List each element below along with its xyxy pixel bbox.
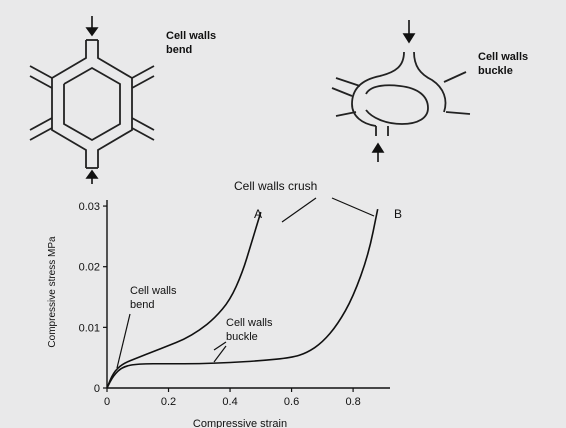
annotation-crush: Cell walls crush — [234, 179, 317, 193]
y-axis-label: Compressive stress MPa — [47, 236, 58, 348]
y-tick-label: 0.01 — [79, 322, 100, 334]
top-label-bend-line1: Cell walls — [166, 30, 216, 42]
annotation-buckle-line2: buckle — [226, 331, 258, 343]
buckle-pointer-b — [213, 345, 227, 363]
y-tick-label: 0.02 — [79, 262, 100, 274]
arrow-down-icon — [85, 16, 99, 37]
curve-label-a: A — [254, 207, 262, 221]
x-tick-label: 0.6 — [284, 396, 299, 408]
x-tick-label: 0 — [104, 396, 110, 408]
x-tick-label: 0.2 — [161, 396, 176, 408]
top-label-bend-line2: bend — [166, 44, 192, 56]
crush-pointer-a — [281, 197, 317, 223]
annotation-buckle-line1: Cell walls — [226, 317, 273, 329]
arrow-down-icon — [402, 20, 416, 44]
series-line-a — [106, 211, 262, 389]
top-label-buckle-line2: buckle — [478, 65, 513, 77]
bend-pointer — [116, 313, 131, 369]
y-tick-label: 0 — [94, 383, 100, 395]
series-lines — [106, 208, 379, 389]
x-tick-labels: 0 0.2 0.4 0.6 0.8 — [104, 388, 361, 408]
y-tick-label: 0.03 — [79, 201, 100, 213]
arrow-up-icon — [85, 169, 99, 184]
crush-pointer-b — [331, 197, 375, 217]
curve-label-b: B — [394, 207, 402, 221]
top-label-buckle-line1: Cell walls — [478, 51, 528, 63]
arrow-up-icon — [371, 142, 385, 162]
x-tick-label: 0.8 — [345, 396, 360, 408]
x-axis-label: Compressive strain — [193, 418, 287, 428]
buckled-cell-diagram — [331, 51, 471, 136]
x-tick-label: 0.4 — [222, 396, 237, 408]
buckle-pointer-a — [213, 341, 227, 351]
annotation-bend-line2: bend — [130, 299, 154, 311]
stress-strain-chart: 0 0.2 0.4 0.6 0.8 0 0.01 0.02 0.03 Compressive … — [47, 179, 402, 428]
y-tick-labels: 0 0.01 0.02 0.03 — [79, 201, 107, 395]
hex-cell-bend-diagram — [29, 39, 155, 169]
annotation-bend-line1: Cell walls — [130, 285, 177, 297]
series-line-b — [106, 208, 379, 389]
